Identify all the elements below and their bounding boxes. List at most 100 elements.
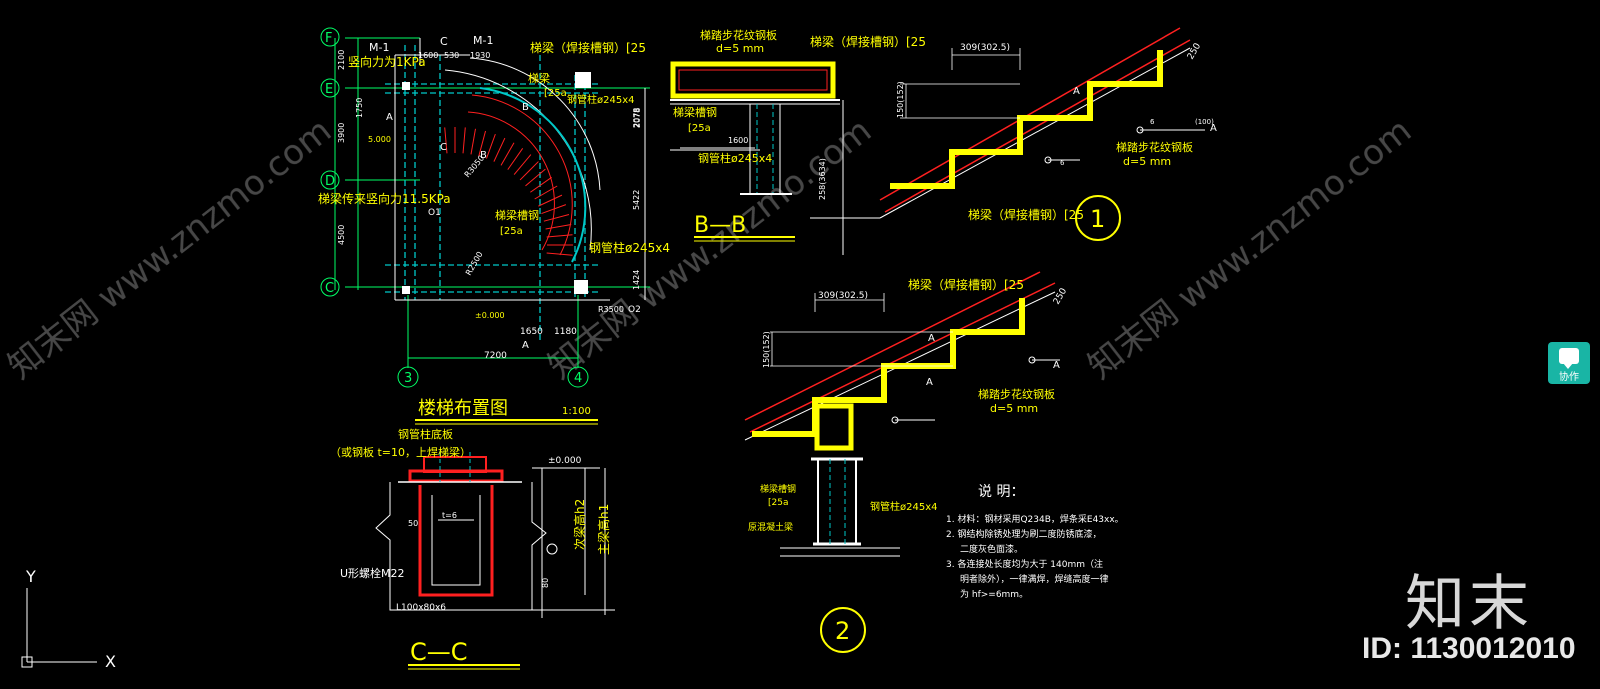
- svg-text:（或钢板 t=10，上焊梯梁）: （或钢板 t=10，上焊梯梁）: [330, 445, 471, 459]
- svg-text:X: X: [105, 652, 116, 671]
- svg-text:±0.000: ±0.000: [475, 311, 505, 320]
- svg-text:1600: 1600: [728, 136, 748, 145]
- notes-title: 说 明：: [978, 484, 1024, 500]
- svg-text:C: C: [440, 35, 448, 48]
- svg-text:O1: O1: [428, 208, 441, 218]
- grid-bubble: C: [320, 277, 340, 297]
- svg-text:(100): (100): [1195, 118, 1214, 126]
- svg-text:309(302.5): 309(302.5): [818, 291, 868, 301]
- stair-tread-line: [546, 234, 573, 238]
- section-bb: 梯踏步花纹钢板 d=5 mm 梯梁（焊接槽钢）[25 梯梁槽钢 [25a 160…: [633, 28, 926, 255]
- stair-tread-line: [444, 127, 448, 154]
- svg-text:d=5 mm: d=5 mm: [990, 402, 1038, 415]
- stair-tread-line: [478, 130, 487, 157]
- stair-tread-line: [534, 185, 558, 200]
- svg-text:[25a: [25a: [544, 88, 567, 99]
- svg-text:7200: 7200: [484, 351, 507, 361]
- svg-text:2. 钢结构除锈处理为刷二度防锈底漆，: 2. 钢结构除锈处理为刷二度防锈底漆，: [946, 528, 1101, 540]
- section-cc-title: C—C: [410, 638, 468, 666]
- svg-text:B: B: [480, 150, 487, 161]
- svg-text:1650: 1650: [520, 327, 543, 337]
- door-label: M-1: [473, 34, 493, 47]
- stair-tread-line: [541, 204, 567, 215]
- svg-text:A: A: [1073, 86, 1080, 97]
- stair-tread-line: [538, 194, 563, 207]
- ucs-icon: Y X: [21, 567, 116, 671]
- svg-text:梯梁（焊接槽钢）[25: 梯梁（焊接槽钢）[25: [810, 34, 926, 49]
- stair-tread-line: [546, 252, 573, 256]
- chat-icon: [1559, 348, 1579, 369]
- svg-text:1930: 1930: [470, 51, 490, 60]
- section-bb-title: B—B: [694, 213, 746, 238]
- svg-text:梯踏步花纹钢板: 梯踏步花纹钢板: [700, 28, 777, 42]
- svg-text:B: B: [522, 102, 529, 113]
- svg-text:A: A: [926, 377, 933, 388]
- svg-text:258(3634): 258(3634): [818, 158, 827, 200]
- svg-text:钢管柱底板: 钢管柱底板: [398, 427, 453, 441]
- svg-text:530: 530: [444, 51, 459, 60]
- svg-text:6: 6: [1060, 159, 1065, 167]
- detail-1-bubble: 1: [1075, 195, 1121, 241]
- svg-text:±0.000: ±0.000: [548, 456, 582, 466]
- svg-text:d=5 mm: d=5 mm: [1123, 155, 1171, 168]
- svg-text:O2: O2: [628, 305, 641, 315]
- svg-text:50: 50: [408, 519, 418, 528]
- svg-text:[25a: [25a: [768, 498, 788, 508]
- svg-text:1600: 1600: [418, 51, 438, 60]
- section-cc: 钢管柱底板 （或钢板 t=10，上焊梯梁） ±0.000 t=6 50 80 U…: [330, 427, 615, 670]
- svg-text:梯梁（焊接槽钢）[25: 梯梁（焊接槽钢）[25: [530, 40, 646, 55]
- watermark-text: 知末网 www.znzmo.com: [1, 111, 339, 387]
- design-notes: 说 明： 1. 材料：钢材采用Q234B，焊条采E43xx。 2. 钢结构除锈处…: [946, 484, 1124, 600]
- svg-text:150(152): 150(152): [762, 331, 771, 368]
- svg-text:D: D: [325, 174, 335, 189]
- svg-text:80: 80: [541, 578, 550, 588]
- svg-text:钢管柱ø245x4: 钢管柱ø245x4: [698, 151, 772, 165]
- stair-tread-line: [462, 127, 466, 154]
- svg-text:4500: 4500: [337, 225, 346, 245]
- svg-text:[25a: [25a: [500, 226, 523, 237]
- svg-text:1. 材料：钢材采用Q234B，焊条采E43xx。: 1. 材料：钢材采用Q234B，焊条采E43xx。: [946, 513, 1124, 525]
- svg-text:150(152): 150(152): [896, 81, 905, 118]
- svg-text:1750: 1750: [355, 98, 364, 118]
- svg-text:1: 1: [1090, 205, 1105, 233]
- svg-text:[25a: [25a: [688, 123, 711, 134]
- svg-text:2100: 2100: [337, 50, 346, 70]
- svg-text:钢管柱ø245x4: 钢管柱ø245x4: [589, 240, 670, 255]
- svg-text:6: 6: [1150, 118, 1155, 126]
- svg-text:1:100: 1:100: [562, 406, 591, 417]
- stair-tread-line: [493, 137, 506, 162]
- svg-text:钢管柱ø245x4: 钢管柱ø245x4: [567, 93, 635, 106]
- svg-text:为 hf>=6mm。: 为 hf>=6mm。: [960, 588, 1028, 600]
- door-label: M-1: [369, 41, 389, 54]
- svg-text:二度灰色面漆。: 二度灰色面漆。: [960, 543, 1023, 555]
- svg-text:L100x80x6: L100x80x6: [396, 603, 446, 613]
- stair-tread-line: [525, 168, 546, 187]
- svg-text:原混凝土梁: 原混凝土梁: [748, 521, 793, 533]
- svg-text:5422: 5422: [632, 190, 641, 210]
- svg-text:A: A: [1210, 123, 1217, 134]
- stair-tread-line: [507, 148, 524, 170]
- svg-text:C: C: [325, 281, 334, 296]
- detail-2: 309(302.5) 150(152) 250 A A A 梯梁（焊接槽钢）[2…: [744, 271, 1069, 653]
- svg-text:4: 4: [574, 371, 582, 386]
- brand-logo: 知末: [1405, 569, 1533, 639]
- grid-bubble: 3: [397, 366, 419, 388]
- svg-text:梯梁（焊接槽钢）[25: 梯梁（焊接槽钢）[25: [968, 207, 1084, 222]
- svg-text:5.000: 5.000: [368, 135, 391, 144]
- load-note: 竖向力为1KPa: [348, 54, 426, 69]
- svg-text:1424: 1424: [632, 270, 641, 290]
- stair-tread-line: [545, 224, 572, 230]
- svg-text:梯梁槽钢: 梯梁槽钢: [673, 105, 717, 119]
- svg-text:A: A: [1053, 360, 1060, 371]
- collab-button[interactable]: 协作: [1548, 342, 1590, 384]
- stair-tread-line: [500, 142, 515, 166]
- svg-text:主梁高h1: 主梁高h1: [596, 504, 611, 555]
- svg-text:次梁高h2: 次梁高h2: [572, 499, 587, 550]
- svg-text:t=6: t=6: [442, 511, 457, 520]
- stair-tread-line: [543, 213, 570, 222]
- svg-text:梯梁: 梯梁: [528, 71, 550, 85]
- svg-text:A: A: [386, 112, 393, 123]
- svg-text:d=5 mm: d=5 mm: [716, 42, 764, 55]
- svg-text:2078: 2078: [633, 108, 642, 128]
